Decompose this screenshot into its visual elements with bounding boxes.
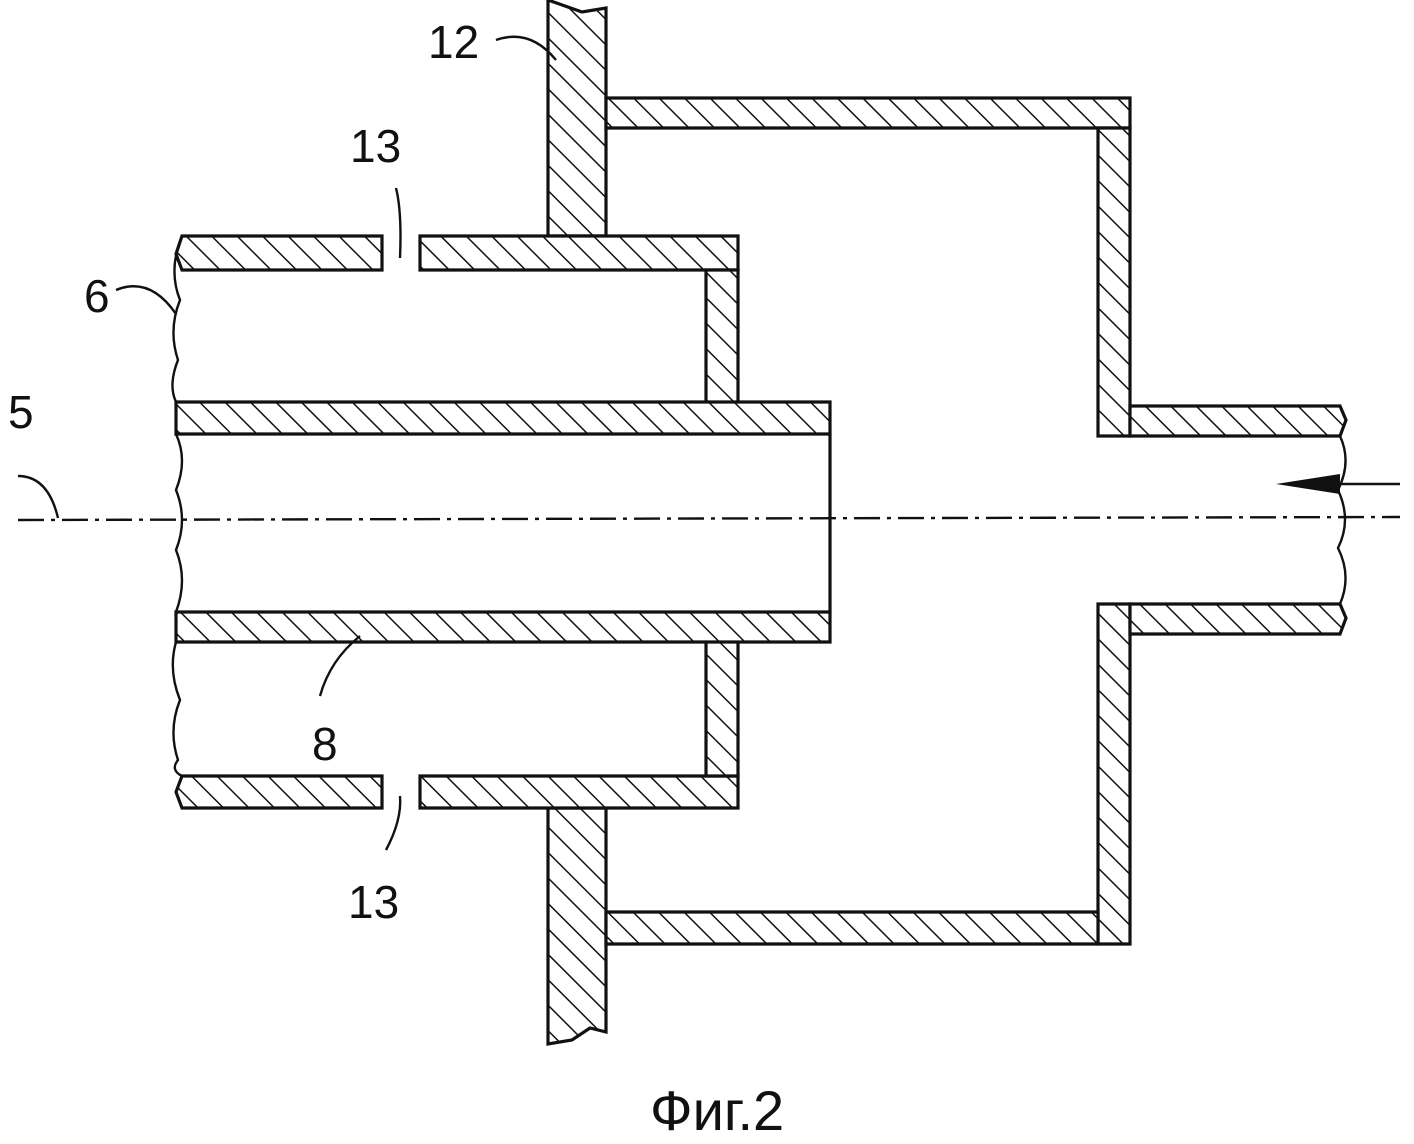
arrow-left-icon: [1276, 474, 1400, 494]
left-break-line: [171, 235, 184, 778]
leader-13-bottom: [384, 795, 402, 851]
tube-upper-wall: [174, 400, 832, 436]
label-5: 5: [8, 386, 34, 438]
sleeve-top-wall-right: [418, 234, 740, 272]
housing-bottom-wall: [604, 910, 1100, 946]
label-8: 8: [312, 718, 338, 770]
label-6: 6: [84, 270, 110, 322]
housing-right-wall-lower: [1096, 602, 1132, 946]
sleeve-right-wall-upper: [704, 268, 740, 406]
leader-13-top: [394, 187, 402, 259]
label-13-top: 13: [350, 120, 401, 172]
sleeve-bottom-wall-left: [174, 774, 384, 810]
label-13-bottom: 13: [348, 876, 399, 928]
sleeve-right-wall-lower: [704, 638, 740, 778]
leader-5: [17, 474, 60, 519]
inlet-pipe-break-line: [1336, 435, 1347, 605]
mounting-wall-bottom: [546, 806, 608, 1046]
tube-lower-wall: [174, 610, 832, 644]
label-12: 12: [428, 16, 479, 68]
leader-8: [318, 635, 361, 697]
mounting-wall-top: [546, 0, 608, 238]
inlet-pipe-upper-wall: [1128, 404, 1348, 438]
leader-6: [115, 285, 177, 315]
sleeve-bottom-wall-right: [418, 774, 740, 810]
figure-caption: Фиг.2: [650, 1079, 784, 1142]
inlet-pipe-lower-wall: [1128, 602, 1348, 636]
center-axis-line: [17, 515, 1401, 522]
housing-top-wall: [604, 96, 1132, 130]
sleeve-top-wall-left: [174, 234, 384, 272]
leader-12: [495, 35, 557, 61]
housing-right-wall-upper: [1096, 126, 1132, 438]
